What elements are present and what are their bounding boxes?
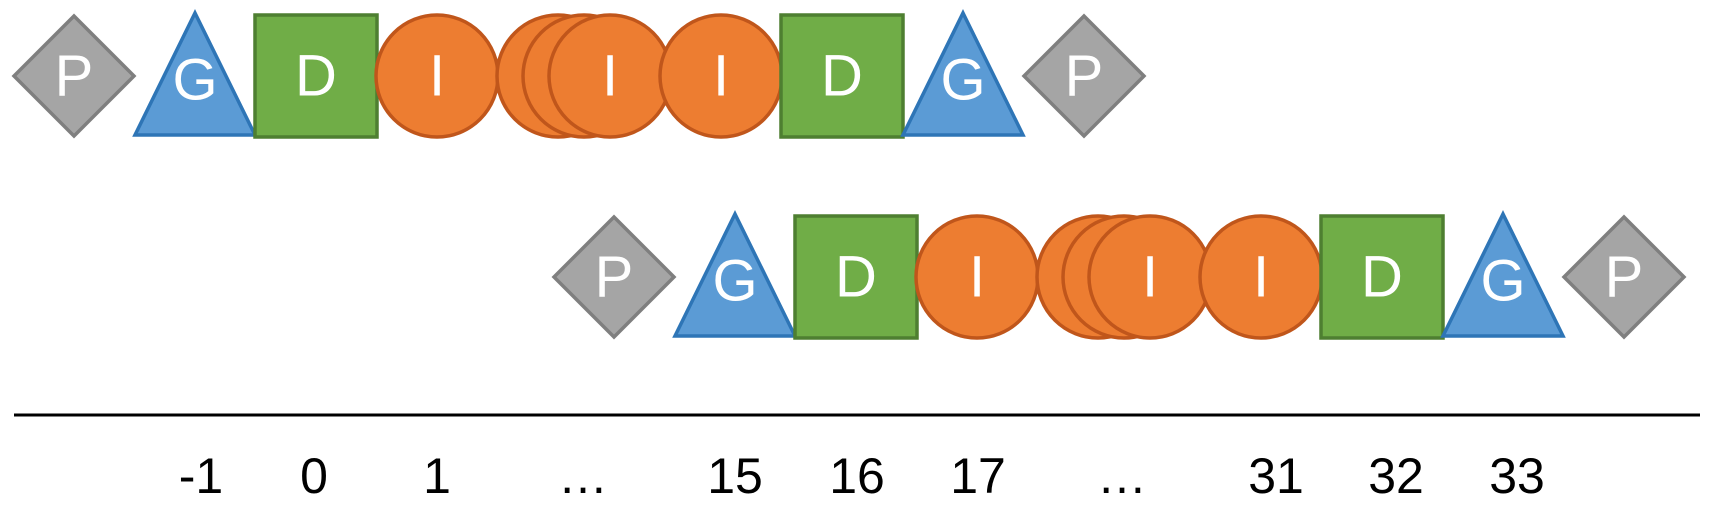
- shape-letter: G: [940, 48, 985, 113]
- square-shape: [1319, 214, 1445, 340]
- axis-tick-labels: -1 0 1 … 15 16 17 … 31 32 33: [179, 448, 1545, 504]
- axis-tick-label: 17: [950, 448, 1006, 504]
- square-shape: [253, 13, 379, 139]
- g-triangle: G: [132, 9, 258, 137]
- axis-tick-label: …: [1097, 448, 1147, 504]
- i-circle-stack: I: [495, 13, 673, 139]
- i-circle: I: [658, 13, 784, 139]
- d-square: D: [793, 214, 919, 340]
- d-square: D: [253, 13, 379, 139]
- g-triangle: G: [672, 210, 798, 338]
- diamond-shape: [551, 214, 677, 340]
- g-triangle: G: [1440, 210, 1566, 338]
- axis-tick-label: 32: [1368, 448, 1424, 504]
- diamond-shape: [1021, 13, 1147, 139]
- triangle-shape: [900, 9, 1026, 137]
- shape-letter: I: [969, 245, 985, 310]
- axis-tick-label: 0: [300, 448, 328, 504]
- axis-tick-label: -1: [179, 448, 223, 504]
- shape-letter: I: [1142, 245, 1158, 310]
- shape-letter: I: [429, 44, 445, 109]
- shape-letter: P: [1605, 245, 1644, 310]
- p-diamond: P: [551, 214, 677, 340]
- shape-letter: P: [595, 245, 634, 310]
- shape-letter: I: [1253, 245, 1269, 310]
- shape-letter: I: [713, 44, 729, 109]
- i-circle: I: [374, 13, 500, 139]
- shape-letter: P: [1065, 44, 1104, 109]
- i-circle: I: [914, 214, 1040, 340]
- shape-letter: D: [1361, 245, 1403, 310]
- square-shape: [779, 13, 905, 139]
- shape-letter: G: [1480, 249, 1525, 314]
- diamond-shape: [1561, 214, 1687, 340]
- triangle-shape: [672, 210, 798, 338]
- square-shape: [793, 214, 919, 340]
- diamond-shape: [11, 13, 137, 139]
- axis-tick-label: 15: [707, 448, 763, 504]
- d-square: D: [1319, 214, 1445, 340]
- g-triangle: G: [900, 9, 1026, 137]
- axis-tick-label: 1: [423, 448, 451, 504]
- axis-tick-label: 33: [1489, 448, 1545, 504]
- shape-letter: P: [55, 44, 94, 109]
- d-square: D: [779, 13, 905, 139]
- p-diamond: P: [1561, 214, 1687, 340]
- i-circle-stack: I: [1035, 214, 1213, 340]
- p-diamond: P: [11, 13, 137, 139]
- shape-letter: D: [295, 44, 337, 109]
- shape-letter: G: [172, 48, 217, 113]
- triangle-shape: [132, 9, 258, 137]
- axis-tick-label: 31: [1248, 448, 1304, 504]
- axis-tick-label: …: [558, 448, 608, 504]
- i-circle: I: [1198, 214, 1324, 340]
- triangle-shape: [1440, 210, 1566, 338]
- shape-letter: D: [821, 44, 863, 109]
- axis-tick-label: 16: [829, 448, 885, 504]
- p-diamond: P: [1021, 13, 1147, 139]
- shape-letter: G: [712, 249, 757, 314]
- shape-letter: D: [835, 245, 877, 310]
- shape-letter: I: [602, 44, 618, 109]
